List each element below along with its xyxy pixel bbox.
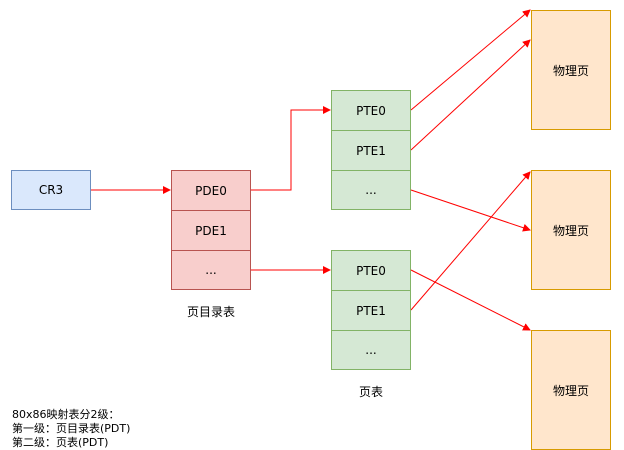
pte-a-entry-more: ...	[331, 170, 411, 210]
pde-entry-1: PDE1	[171, 210, 251, 251]
physical-page-3: 物理页	[531, 330, 611, 450]
pte-a-entry-0: PTE0	[331, 90, 411, 131]
pte-b-entry-1: PTE1	[331, 290, 411, 331]
arrow-pte-more-a-to-page2	[410, 189, 531, 232]
cr3-box: CR3	[11, 170, 91, 210]
arrow-pte0-a-to-page1	[410, 9, 531, 111]
pde-entry-more: ...	[171, 250, 251, 290]
arrow-pte1-b-to-page2	[410, 171, 531, 311]
pt-caption: 页表	[359, 385, 384, 399]
note-line-3: 第二级：页表(PDT)	[12, 436, 109, 449]
arrow-pte1-a-to-page1	[410, 39, 531, 151]
pte-b-entry-0: PTE0	[331, 250, 411, 291]
arrow-pde0-to-pte0-a	[251, 106, 331, 191]
note-line-2: 第一级：页目录表(PDT)	[12, 422, 131, 435]
cr3-label: CR3	[38, 183, 64, 197]
pte-a-entry-1: PTE1	[331, 130, 411, 171]
physical-page-2: 物理页	[531, 170, 611, 290]
pte-b-entry-more: ...	[331, 330, 411, 370]
note-line-1: 80x86映射表分2级：	[12, 408, 120, 421]
physical-page-1: 物理页	[531, 10, 611, 130]
pde-entry-0: PDE0	[171, 170, 251, 211]
pdt-caption: 页目录表	[187, 305, 236, 319]
arrow-pte0-b-to-page3	[410, 269, 531, 331]
note-text: 80x86映射表分2级： 第一级：页目录表(PDT) 第二级：页表(PDT)	[12, 408, 130, 450]
